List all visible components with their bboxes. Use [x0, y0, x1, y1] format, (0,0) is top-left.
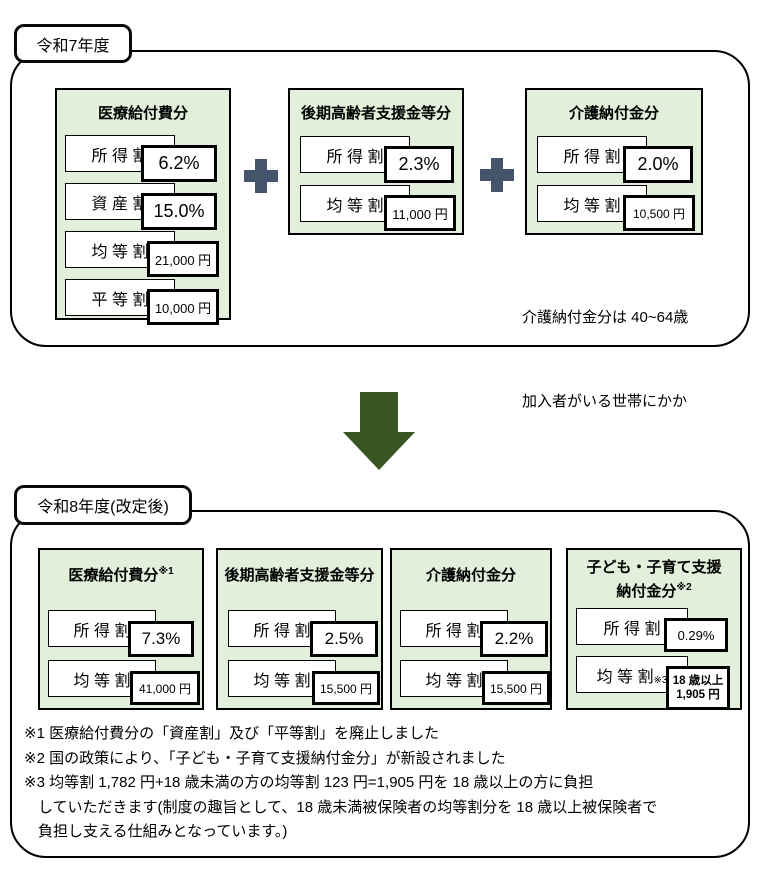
r8-medical-title: 医療給付費分※1 [68, 566, 174, 584]
footnote-2: ※2 国の政策により、「子ども・子育て支援納付金分」が新設されました [24, 749, 506, 767]
r8-child-income-value: 0.29% [664, 618, 728, 652]
plus-icon [480, 158, 514, 192]
r7-medical-household-value: 10,000 円 [147, 289, 219, 325]
r8-medical-percapita-value: 41,000 円 [130, 671, 200, 705]
r8-child-title-line2: 納付金分※2 [616, 582, 692, 600]
r8-elderly-income-value: 2.5% [310, 621, 378, 657]
r8-care-percapita-value: 15,500 円 [482, 671, 550, 705]
reiwa7-year-label: 令和7年度 [14, 24, 132, 63]
r7-elderly-title: 後期高齢者支援金等分 [300, 105, 451, 122]
r7-medical-asset-value: 15.0% [141, 193, 217, 230]
reiwa7-year-text: 令和7年度 [36, 37, 110, 55]
r8-elderly-title: 後期高齢者支援金等分 [224, 567, 375, 584]
r8-child-title: 子ども・子育て支援 納付金分※2 [568, 558, 740, 602]
r8-care-title: 介護納付金分 [425, 567, 516, 584]
r8-medical-box: 医療給付費分※1 所 得 割 7.3% 均 等 割 41,000 円 [38, 548, 204, 710]
r7-medical-percapita-label: 均 等 割 [65, 231, 175, 268]
r7-medical-box: 医療給付費分 所 得 割 6.2% 資 産 割 15.0% 均 等 割 21,0… [55, 88, 231, 325]
reiwa8-year-text: 令和8年度(改定後) [37, 499, 169, 516]
r8-elderly-box: 後期高齢者支援金等分 所 得 割 2.5% 均 等 割 15,500 円 [216, 548, 383, 710]
footnote1-marker: ※1 [158, 566, 174, 577]
reiwa8-year-label: 令和8年度(改定後) [14, 485, 192, 525]
r7-medical-income-value: 6.2% [141, 145, 217, 182]
footnote-3-cont2: 負担し支える仕組みとなっています。) [38, 823, 288, 840]
r8-care-box: 介護納付金分 所 得 割 2.2% 均 等 割 15,500 円 [390, 548, 552, 710]
down-arrow-shaft [360, 392, 398, 433]
r7-care-title: 介護納付金分 [568, 105, 659, 122]
r8-child-percapita-value-line1: 18 歳以上 [672, 675, 724, 687]
r7-care-income-value: 2.0% [623, 146, 693, 183]
r7-medical-title: 医療給付費分 [97, 105, 188, 122]
r8-child-box: 子ども・子育て支援 納付金分※2 所 得 割 0.29% 均 等 割※3 18 … [566, 548, 742, 710]
down-arrow-icon [343, 392, 415, 470]
r8-care-income-value: 2.2% [480, 621, 548, 657]
r7-elderly-box: 後期高齢者支援金等分 所 得 割 2.3% 均 等 割 11,000 円 [288, 88, 464, 235]
r8-elderly-percapita-value: 15,500 円 [312, 671, 380, 705]
r8-child-percapita-value: 18 歳以上 1,905 円 [666, 666, 730, 710]
footnote-3-cont1: していただきます(制度の趣旨として、18 歳未満被保険者の均等割分を 18 歳以… [38, 798, 658, 816]
r8-medical-income-value: 7.3% [128, 621, 194, 657]
footnote-3: ※3 均等割 1,782 円+18 歳未満の方の均等割 123 円=1,905 … [24, 774, 594, 791]
r7-elderly-percapita-value: 11,000 円 [384, 195, 456, 231]
care-note-line2: 加入者がいる世帯にかか [522, 393, 688, 410]
r8-child-percapita-value-line2: 1,905 円 [676, 689, 720, 701]
care-note: 介護納付金分は 40~64歳 加入者がいる世帯にかか [522, 248, 748, 472]
r7-elderly-income-value: 2.3% [384, 146, 454, 183]
footnote-1: ※1 医療給付費分の「資産割」及び「平等割」を廃止しました [24, 725, 440, 742]
plus-icon [244, 159, 278, 193]
r7-care-percapita-value: 10,500 円 [623, 195, 695, 231]
r8-child-title-line1: 子ども・子育て支援 [586, 559, 722, 576]
footnotes: ※1 医療給付費分の「資産割」及び「平等割」を廃止しました ※2 国の政策により… [24, 722, 748, 845]
r7-medical-percapita-value: 21,000 円 [147, 241, 219, 277]
footnote3-marker: ※3 [653, 675, 668, 686]
r7-care-box: 介護納付金分 所 得 割 2.0% 均 等 割 10,500 円 [525, 88, 703, 235]
footnote2-marker: ※2 [676, 582, 692, 593]
down-arrow-head [343, 432, 415, 470]
care-note-line1: 介護納付金分は 40~64歳 [522, 309, 689, 326]
